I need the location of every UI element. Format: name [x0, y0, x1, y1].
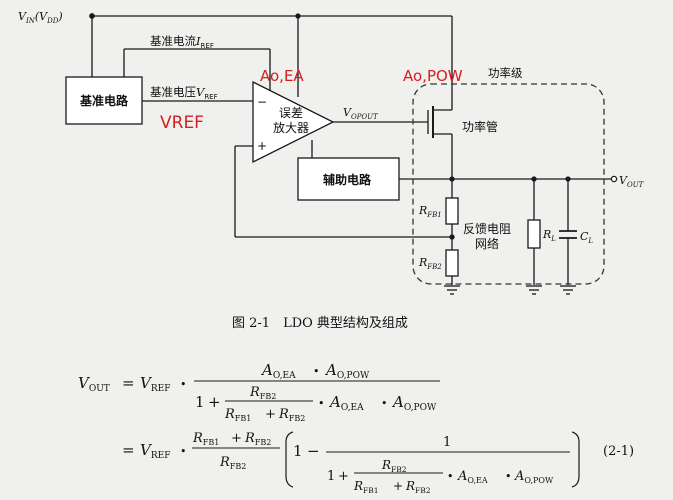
rfb1-resistor: [445, 197, 459, 225]
eq-den-plus: +: [208, 393, 221, 411]
rfb2-label: RFB2: [418, 256, 442, 271]
eq-lhs: VOUT: [78, 374, 110, 394]
eq-l2-aoea: AO,EA: [457, 469, 488, 485]
eq-num-dot: •: [313, 365, 320, 378]
eq-l2-den-rfb1: RFB1: [353, 479, 379, 495]
feedback-label-1: 反馈电阻: [463, 222, 511, 236]
eq-den-rfb2-b: RFB2: [278, 407, 305, 423]
rfb1-label: RFB1: [418, 204, 442, 219]
amp-plus: +: [257, 139, 267, 153]
eq-l2-dot-1: •: [447, 470, 454, 483]
vin-label: VIN(VDD): [18, 10, 63, 25]
eq-den-dot-1: •: [318, 397, 325, 410]
eq-den-dot-2: •: [381, 397, 388, 410]
amp-minus: −: [257, 95, 267, 109]
power-stage-box: [412, 83, 605, 285]
eq-l2-den-plus-2: +: [393, 479, 403, 493]
vout-label: VOUT: [619, 174, 645, 189]
rl-resistor: [527, 219, 541, 249]
eq-l2-den-rfb2-b: RFB2: [405, 479, 431, 495]
eq-l2-aopow: AO,POW: [514, 469, 554, 485]
ground-symbols: [444, 285, 576, 295]
equation: VOUT = VREF • AO,EA • AO,POW 1 + RFB2 RF…: [78, 361, 634, 495]
eq-l2-rfb2: RFB2: [244, 431, 271, 447]
power-tube-label: 功率管: [462, 119, 498, 134]
eq-l2-rfb1: RFB1: [192, 431, 219, 447]
eq-den-aopow: AO,POW: [391, 393, 437, 413]
figure-caption: 图 2-1 LDO 典型结构及组成: [232, 316, 408, 331]
eq-den-aoea: AO,EA: [328, 393, 364, 413]
amp-label-2: 放大器: [273, 120, 309, 135]
eq-dot-1: •: [180, 378, 187, 391]
eq-vref-2: VREF: [140, 441, 170, 461]
annotation-vref: VREF: [160, 113, 204, 133]
amp-label-1: 误差: [279, 106, 303, 120]
eq-equals-2: =: [122, 441, 135, 459]
eq-l2-den-one: 1: [327, 469, 335, 484]
eq-den-one: 1: [195, 393, 205, 411]
eq-l2-inner-one: 1: [443, 435, 451, 450]
vopout-label: VOPOUT: [343, 106, 379, 121]
eq-vref-1: VREF: [140, 374, 170, 394]
eq-den-rfb2: RFB2: [249, 385, 276, 401]
cl-label: CL: [580, 230, 593, 245]
aux-label: 辅助电路: [323, 172, 372, 187]
iref-label: 基准电流IREF: [150, 34, 214, 50]
eq-den-rfb1: RFB1: [224, 407, 251, 423]
equation-number: (2-1): [603, 444, 634, 459]
eq-dot-2: •: [180, 445, 187, 458]
eq-den-plus-2: +: [265, 407, 276, 422]
eq-l2-minus: −: [307, 442, 320, 460]
annotation-ao-ea: Ao,EA: [260, 67, 304, 85]
eq-equals-1: =: [122, 374, 135, 392]
aux-block: [297, 157, 400, 201]
annotation-ao-pow: Ao,POW: [403, 67, 463, 85]
eq-l2-one: 1: [293, 442, 303, 460]
power-stage-label: 功率级: [488, 66, 523, 80]
feedback-label-2: 网络: [475, 236, 499, 251]
eq-num-aoea: AO,EA: [260, 361, 296, 381]
error-amp: [252, 80, 335, 164]
eq-num-aopow: AO,POW: [324, 361, 370, 381]
eq-l2-den-plus: +: [338, 469, 349, 484]
eq-l2-den-rfb2: RFB2: [381, 458, 407, 474]
eq-l2-plus: +: [231, 431, 242, 446]
bandgap-label: 基准电路: [79, 93, 129, 108]
eq-l2-dot-2: •: [505, 470, 512, 483]
eq-l2-rfb2-den: RFB2: [219, 455, 246, 471]
rfb2-resistor: [445, 249, 459, 277]
vref-label: 基准电压VREF: [150, 85, 218, 101]
rl-label: RL: [542, 228, 556, 243]
